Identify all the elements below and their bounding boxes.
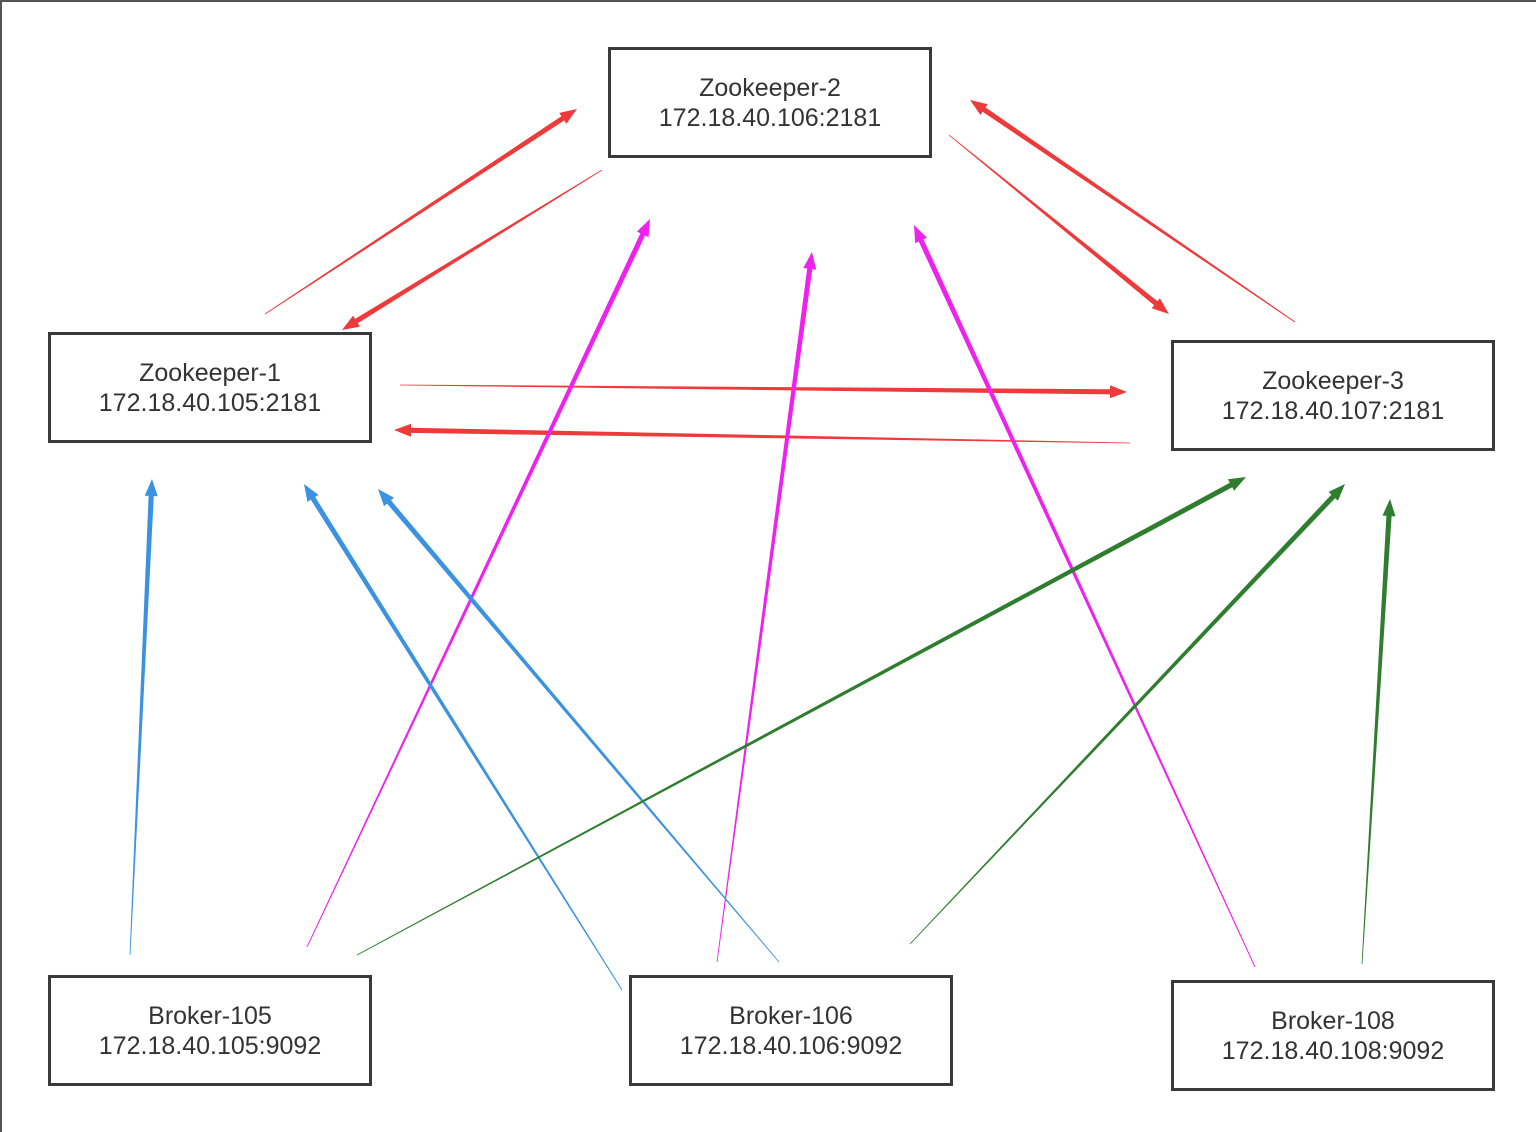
node-zookeeper-1: Zookeeper-1 172.18.40.105:2181 <box>48 332 372 443</box>
node-address: 172.18.40.107:2181 <box>1221 396 1445 425</box>
node-broker-106: Broker-106 172.18.40.106:9092 <box>629 975 953 1086</box>
edge-broker-106-to-zookeeper-3 <box>909 484 1345 945</box>
node-address: 172.18.40.106:9092 <box>679 1031 903 1060</box>
node-address: 172.18.40.108:9092 <box>1221 1036 1445 1065</box>
edge-zookeeper-2-to-zookeeper-1 <box>342 169 603 330</box>
node-name: Zookeeper-1 <box>139 358 281 387</box>
edge-broker-106-to-zookeeper-2 <box>716 252 817 963</box>
edge-broker-105-to-zookeeper-3 <box>356 477 1246 956</box>
node-name: Broker-108 <box>1271 1006 1395 1035</box>
node-name: Zookeeper-3 <box>1262 366 1404 395</box>
edge-broker-105-to-zookeeper-2 <box>306 219 650 948</box>
edge-zookeeper-1-to-zookeeper-3 <box>400 384 1127 399</box>
edge-broker-105-to-zookeeper-1 <box>129 479 158 955</box>
edge-broker-106-to-zookeeper-1-2 <box>378 489 780 963</box>
edge-zookeeper-3-to-zookeeper-1 <box>394 423 1130 444</box>
node-address: 172.18.40.106:2181 <box>658 103 882 132</box>
node-zookeeper-2: Zookeeper-2 172.18.40.106:2181 <box>608 47 932 158</box>
edge-zookeeper-2-to-zookeeper-3 <box>948 134 1169 314</box>
node-address: 172.18.40.105:9092 <box>98 1031 322 1060</box>
node-name: Broker-106 <box>729 1001 853 1030</box>
edge-zookeeper-1-to-zookeeper-2 <box>264 109 577 315</box>
node-broker-105: Broker-105 172.18.40.105:9092 <box>48 975 372 1086</box>
node-name: Broker-105 <box>148 1001 272 1030</box>
node-name: Zookeeper-2 <box>699 73 841 102</box>
edge-broker-106-to-zookeeper-1 <box>304 484 623 991</box>
node-broker-108: Broker-108 172.18.40.108:9092 <box>1171 980 1495 1091</box>
edge-broker-108-to-zookeeper-3 <box>1361 499 1396 964</box>
node-address: 172.18.40.105:2181 <box>98 388 322 417</box>
edge-zookeeper-3-to-zookeeper-2 <box>970 100 1296 323</box>
node-zookeeper-3: Zookeeper-3 172.18.40.107:2181 <box>1171 340 1495 451</box>
edge-broker-108-to-zookeeper-2 <box>914 225 1256 968</box>
